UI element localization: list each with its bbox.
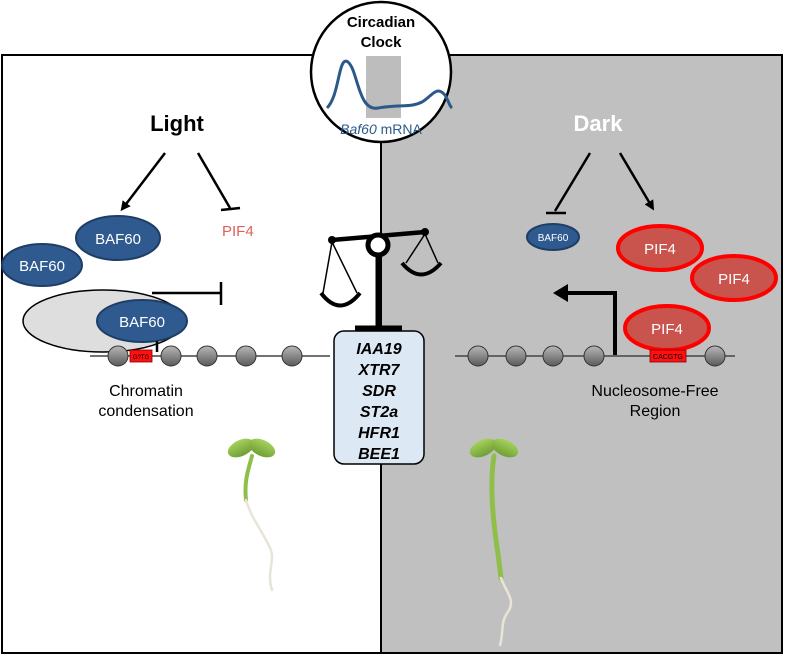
root xyxy=(498,576,513,647)
scale-left-pan xyxy=(319,291,362,308)
baf60-bound-protein xyxy=(96,299,188,343)
dark-title: Dark xyxy=(574,111,624,136)
target-gene-list: IAA19 XTR7 SDR ST2a HFR1 BEE1 xyxy=(356,341,401,463)
dark-binding-site xyxy=(649,349,687,363)
transcription-start-arrow xyxy=(565,291,617,355)
root xyxy=(244,498,274,592)
light-nucleosome xyxy=(107,345,129,367)
dark-caption-line1: Nucleosome-Free xyxy=(591,383,718,400)
scale-pivot xyxy=(365,232,391,258)
gene-item: ST2a xyxy=(360,404,398,421)
mrna-suffix: mRNA xyxy=(377,121,423,137)
dark-nucleosome xyxy=(467,345,489,367)
pif4-right-protein xyxy=(690,254,778,302)
gene-item: BEE1 xyxy=(358,446,400,463)
mrna-gene: Baf60 xyxy=(340,121,377,137)
dark-baf60-protein xyxy=(526,223,580,251)
light-pif4-label: PIF4 xyxy=(222,223,254,240)
scale-right-pan xyxy=(400,261,443,277)
light-nucleosome xyxy=(196,345,218,367)
pif4-top-label: PIF4 xyxy=(644,241,676,258)
dark-nucleosome xyxy=(505,345,527,367)
dark-baf60-label: BAF60 xyxy=(538,233,569,244)
target-genes-box xyxy=(333,330,425,465)
dark-inhibits-baf60-line xyxy=(553,152,592,212)
scale-left-knob xyxy=(328,236,336,244)
gene-item: SDR xyxy=(362,383,396,400)
light-panel xyxy=(1,54,382,654)
baf60-mrna-curve xyxy=(325,59,454,110)
pif4-bound-label: PIF4 xyxy=(651,321,683,338)
pif4-top-protein xyxy=(616,224,704,272)
transcription-arrowhead xyxy=(553,284,568,302)
dark-nucleosome xyxy=(542,345,564,367)
light-seedling xyxy=(227,438,276,592)
clock-title-line1: Circadian xyxy=(347,14,415,31)
baf60-left-protein xyxy=(1,243,83,287)
cotyledon-right xyxy=(491,438,519,458)
scale-right-strings xyxy=(405,233,439,264)
hypocotyl xyxy=(243,454,254,502)
light-caption-line1: Chromatin xyxy=(109,383,183,400)
dark-caption-line2: Region xyxy=(630,403,681,420)
circadian-clock: Circadian Clock Baf60 mRNA xyxy=(309,0,454,144)
dark-binding-site-label: CACGTG xyxy=(653,354,683,361)
light-binding-site xyxy=(129,349,153,363)
clock-title-line2: Clock xyxy=(361,34,403,51)
dark-activates-pif4-arrow xyxy=(618,152,655,211)
light-activates-baf60-arrow xyxy=(120,152,166,212)
cotyledon-left xyxy=(227,438,255,458)
dark-nucleosome xyxy=(704,345,726,367)
light-caption-line2: condensation xyxy=(98,403,193,420)
pif4-right-label: PIF4 xyxy=(718,271,750,288)
cotyledon-left xyxy=(469,438,497,458)
light-title: Light xyxy=(150,111,204,136)
scale-left-strings xyxy=(322,241,358,294)
gene-item: XTR7 xyxy=(358,362,401,379)
mrna-label: Baf60 mRNA xyxy=(340,121,422,137)
dark-seedling xyxy=(469,438,519,647)
scale-right-knob xyxy=(421,228,429,236)
balance-scale xyxy=(319,228,443,331)
baf60-left-label: BAF60 xyxy=(19,258,65,275)
light-nucleosomes xyxy=(107,345,303,367)
light-nucleosome xyxy=(160,345,182,367)
baf60-top-protein xyxy=(75,215,161,261)
gene-item: IAA19 xyxy=(356,341,401,358)
light-nucleosome xyxy=(281,345,303,367)
light-nucleosome xyxy=(235,345,257,367)
dark-nucleosome xyxy=(583,345,605,367)
gene-item: HFR1 xyxy=(358,425,400,442)
light-binding-site-label: G?TG xyxy=(133,355,150,361)
dark-nucleosomes xyxy=(467,345,726,367)
cotyledon-right xyxy=(248,438,276,458)
baf60-bound-label: BAF60 xyxy=(119,314,165,331)
hypocotyl xyxy=(489,453,504,581)
light-inhibits-pif4-line xyxy=(196,152,232,209)
light-inhibits-pif4-bar xyxy=(220,206,241,212)
baf60-top-label: BAF60 xyxy=(95,231,141,248)
